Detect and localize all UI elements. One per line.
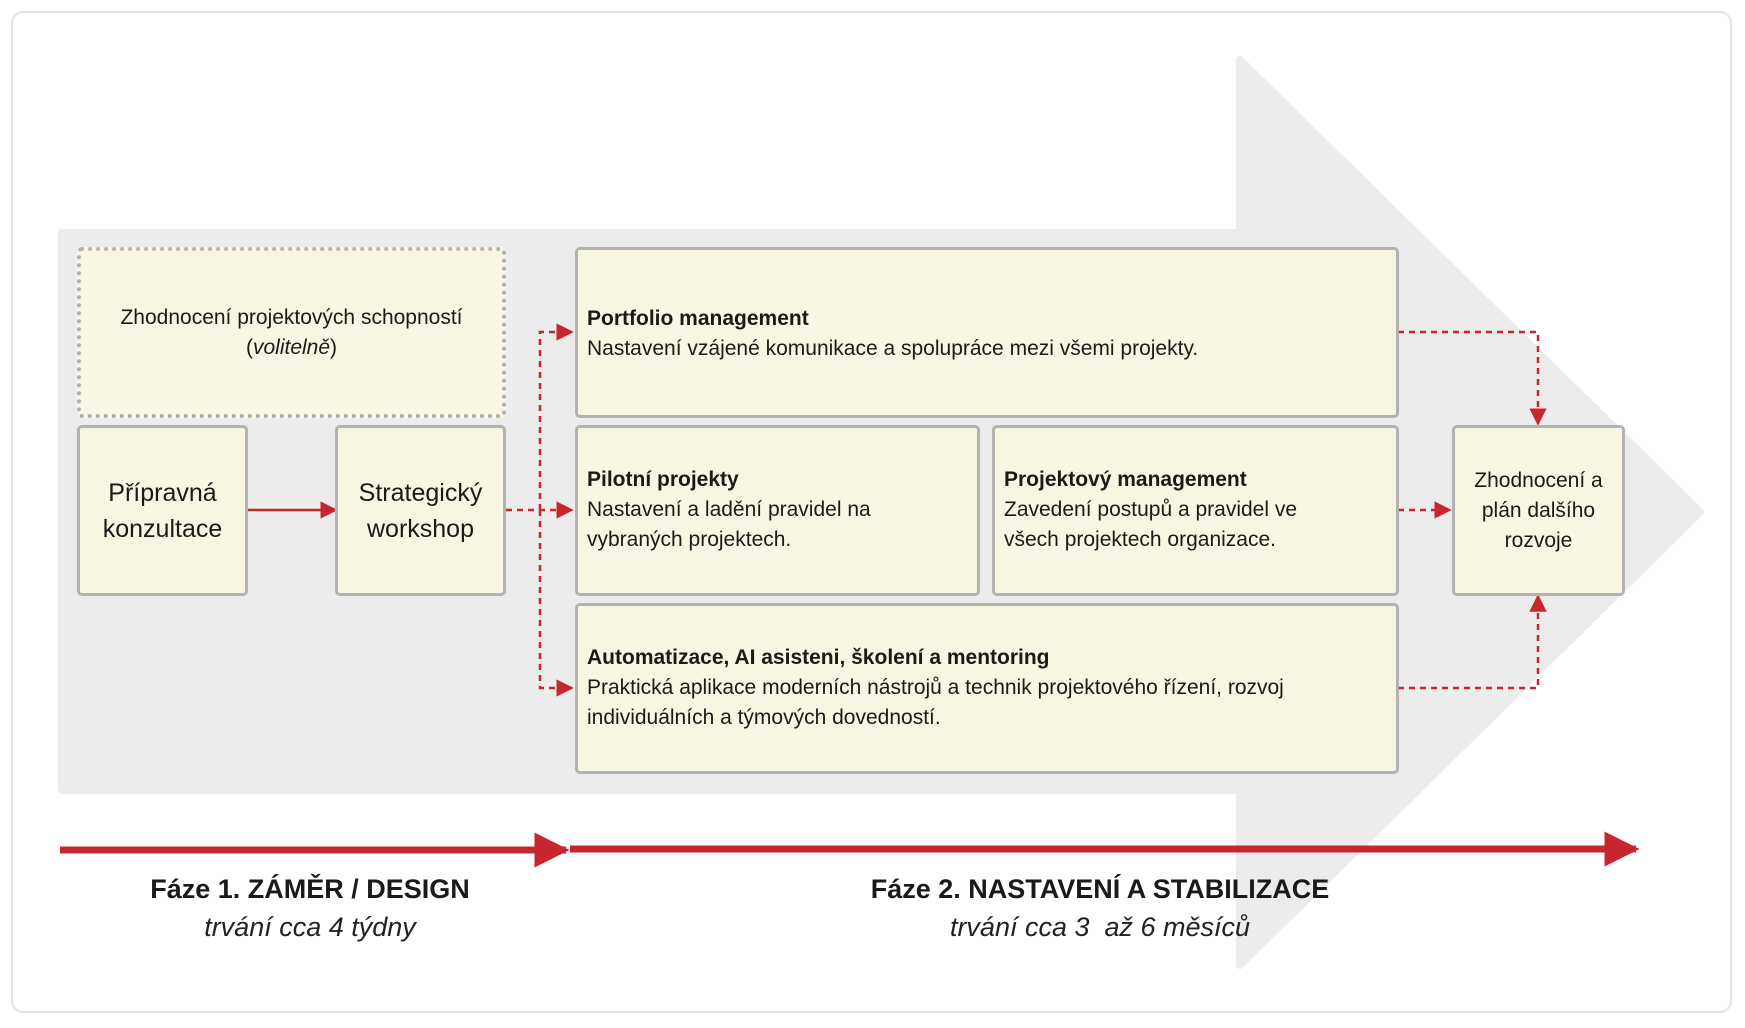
prep-line2: konzultace <box>102 514 223 543</box>
workshop-line1: Strategický <box>358 478 483 507</box>
arrow-portfolio-to-evaluation <box>1398 330 1547 426</box>
optional-evaluation-box: Zhodnocení projektových schopností (voli… <box>77 247 506 418</box>
arrow-workshop-to-portfolio <box>538 323 574 510</box>
phase1-title: Fáze 1. ZÁMĚR / DESIGN <box>150 874 470 904</box>
portfolio-management-box: Portfolio management Nastavení vzájené k… <box>575 247 1399 418</box>
evaluation-line1: Zhodnocení a <box>1474 468 1603 492</box>
pilot-title: Pilotní projekty <box>587 468 739 491</box>
pilot-line1: Nastavení a ladění pravidel na <box>587 498 871 521</box>
project-management-box: Projektový management Zavedení postupů a… <box>992 425 1399 596</box>
evaluation-line3: rozvoje <box>1504 528 1573 552</box>
prep-line1: Přípravná <box>108 478 217 507</box>
evaluation-plan-box: Zhodnocení a plán dalšího rozvoje <box>1452 425 1625 596</box>
project-mgmt-title: Projektový management <box>1004 468 1247 491</box>
phase1-duration: trvání cca 4 týdny <box>204 912 416 942</box>
portfolio-title: Portfolio management <box>587 307 809 330</box>
optional-evaluation-note: (volitelně) <box>245 335 338 359</box>
automation-title: Automatizace, AI asisteni, školení a men… <box>587 646 1050 669</box>
strategic-workshop-box: Strategický workshop <box>335 425 506 596</box>
phase2-duration: trvání cca 3 až 6 měsíců <box>949 912 1251 942</box>
pilot-projects-box: Pilotní projekty Nastavení a ladění prav… <box>575 425 980 596</box>
arrow-workshop-to-automation <box>538 510 574 697</box>
prep-consultation-box: Přípravná konzultace <box>77 425 248 596</box>
portfolio-text: Nastavení vzájené komunikace a spoluprác… <box>587 337 1199 360</box>
automation-line1: Praktická aplikace moderních nástrojů a … <box>587 676 1284 699</box>
automation-line2: individuálních a týmových dovedností. <box>587 706 941 729</box>
project-mgmt-line1: Zavedení postupů a pravidel ve <box>1004 498 1298 521</box>
phase2-title: Fáze 2. NASTAVENÍ A STABILIZACE <box>870 874 1330 904</box>
evaluation-line2: plán dalšího <box>1481 498 1596 522</box>
project-mgmt-line2: všech projektech organizace. <box>1004 528 1276 551</box>
workshop-line2: workshop <box>367 514 474 543</box>
optional-evaluation-title: Zhodnocení projektových schopností <box>120 305 463 329</box>
pilot-line2: vybraných projektech. <box>587 528 792 551</box>
automation-box: Automatizace, AI asisteni, školení a men… <box>575 603 1399 774</box>
arrow-automation-to-evaluation <box>1398 594 1547 690</box>
